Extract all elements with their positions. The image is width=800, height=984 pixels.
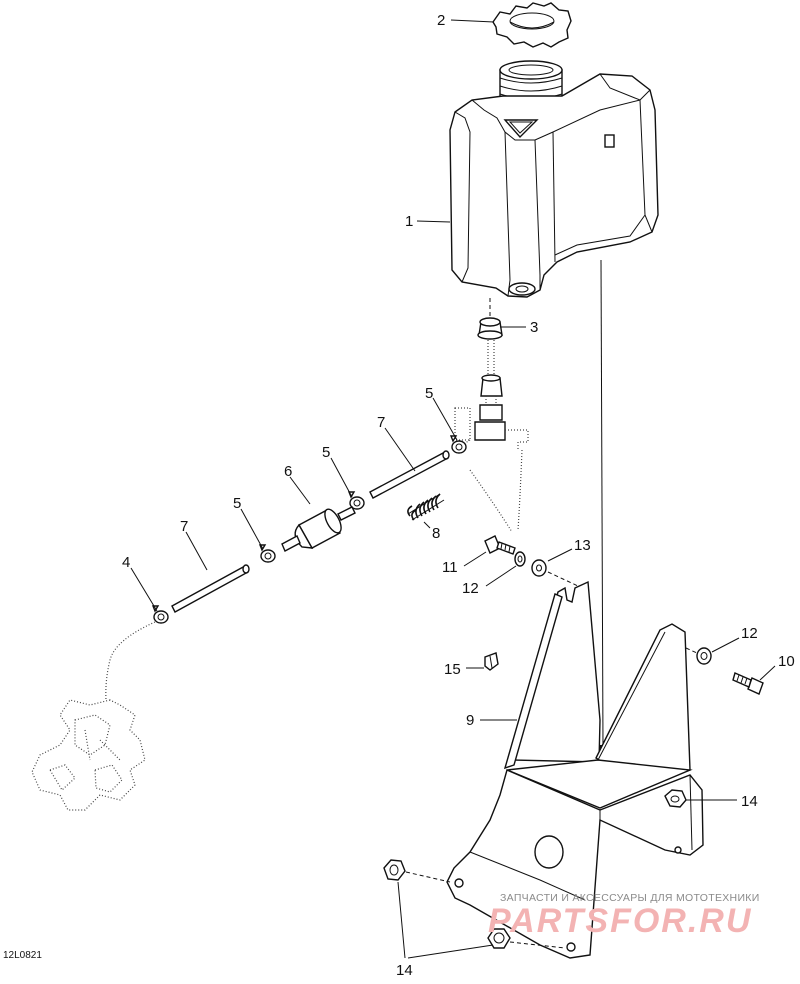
watermark-tagline: ЗАПЧАСТИ И АКСЕССУАРЫ ДЛЯ МОТОТЕХНИКИ xyxy=(500,892,760,904)
watermark: ЗАПЧАСТИ И АКСЕССУАРЫ ДЛЯ МОТОТЕХНИКИ PA… xyxy=(488,892,760,940)
oil-hose-lower xyxy=(171,564,250,613)
grommet xyxy=(477,317,503,340)
callout-6: 6 xyxy=(284,463,292,480)
lock-washer-left xyxy=(514,551,526,567)
oil-pump-reference xyxy=(31,621,156,811)
oil-tank xyxy=(449,60,659,298)
mounting-bracket xyxy=(446,580,704,959)
callout-4: 4 xyxy=(122,554,130,571)
callout-2: 2 xyxy=(437,12,445,29)
hose-clamp-middle xyxy=(347,491,365,510)
lock-washer-right xyxy=(696,647,712,665)
flat-washer xyxy=(531,559,547,577)
callout-5: 5 xyxy=(233,495,241,512)
callout-3: 3 xyxy=(530,319,538,336)
watermark-brand: PARTSFOR.RU xyxy=(488,902,752,940)
hose-clamp-4 xyxy=(151,605,169,624)
callout-1: 1 xyxy=(405,213,413,230)
nut-lower-left xyxy=(383,859,406,881)
nut-lower-right xyxy=(487,928,511,949)
callout-14: 14 xyxy=(741,793,758,810)
clip xyxy=(484,652,499,671)
spring xyxy=(407,493,445,521)
callout-10: 10 xyxy=(778,653,795,670)
leader-lines xyxy=(130,19,776,959)
tank-fitting xyxy=(454,340,529,533)
hose-clamp-upper xyxy=(449,435,467,454)
callout-5: 5 xyxy=(322,444,330,461)
callout-11: 11 xyxy=(442,559,458,576)
callout-12: 12 xyxy=(462,580,479,597)
bolt-10 xyxy=(732,672,764,695)
figure-code: 12L0821 xyxy=(3,950,42,961)
callout-12: 12 xyxy=(741,625,758,642)
hose-clamp-lower xyxy=(258,544,276,563)
callout-9: 9 xyxy=(466,712,474,729)
callout-7: 7 xyxy=(377,414,385,431)
callout-8: 8 xyxy=(432,525,440,542)
inline-filter xyxy=(281,506,356,552)
callout-14: 14 xyxy=(396,962,413,979)
oil-hose-upper xyxy=(369,450,450,499)
callout-labels: 2 1 3 5 7 5 6 8 5 7 4 11 13 12 12 10 15 … xyxy=(122,12,795,979)
tank-cap xyxy=(492,2,572,48)
assembly-arrow-line xyxy=(599,259,607,756)
callout-7: 7 xyxy=(180,518,188,535)
callout-15: 15 xyxy=(444,661,461,678)
bolt-11 xyxy=(484,535,516,555)
callout-13: 13 xyxy=(574,537,591,554)
callout-5: 5 xyxy=(425,385,433,402)
